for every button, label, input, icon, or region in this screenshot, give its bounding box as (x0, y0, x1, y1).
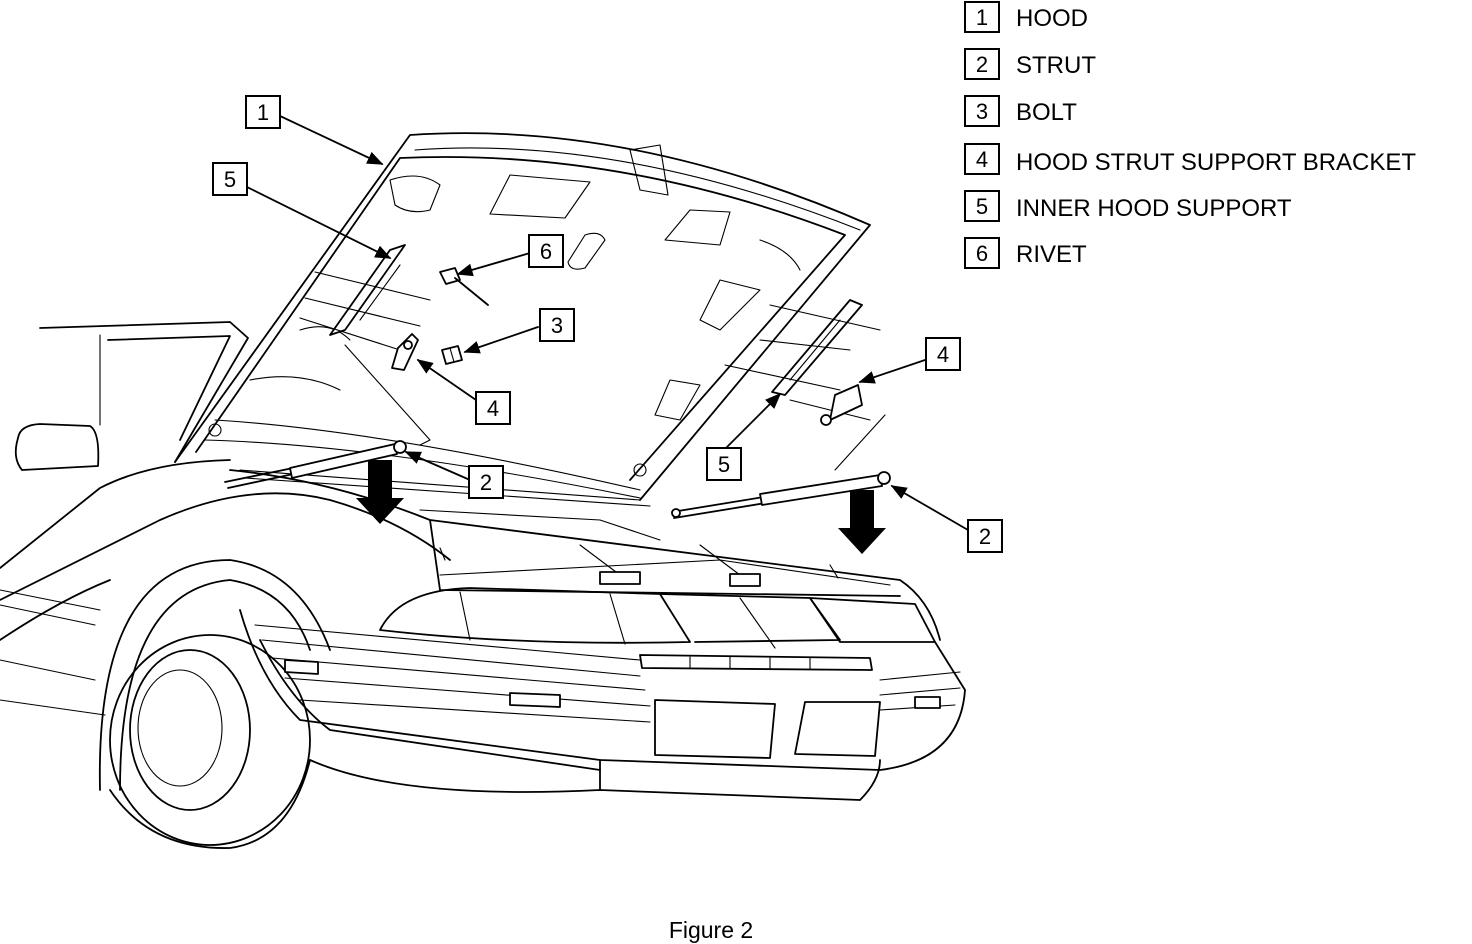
leader-lines (244, 115, 969, 531)
legend-item-bracket: 4 HOOD STRUT SUPPORT BRACKET (964, 143, 1416, 176)
callout-bracket-right-label: 4 (937, 342, 949, 367)
callout-strut-left-label: 2 (480, 470, 492, 495)
down-arrow-right-icon (838, 490, 886, 554)
callout-strut-right-label: 2 (979, 524, 991, 549)
legend-item-bolt: 3 BOLT (964, 95, 1077, 127)
callout-hood: 1 (245, 95, 281, 129)
callout-inner-support-left: 5 (212, 162, 248, 196)
legend-item-rivet: 6 RIVET (964, 237, 1087, 269)
legend-item-strut: 2 STRUT (964, 48, 1096, 80)
legend-num: 1 (976, 5, 988, 30)
legend-label: STRUT (1016, 52, 1096, 79)
legend-num: 4 (976, 147, 988, 172)
legend-label: INNER HOOD SUPPORT (1016, 195, 1292, 222)
struts (224, 440, 891, 519)
callout-bracket-left: 4 (475, 391, 511, 425)
callout-inner-support-right-label: 5 (718, 452, 730, 477)
legend-item-hood: 1 HOOD (964, 1, 1088, 33)
open-hood (174, 132, 886, 501)
callout-bolt: 3 (539, 308, 575, 342)
callout-inner-support-left-label: 5 (224, 167, 236, 192)
legend-num: 6 (976, 241, 988, 266)
callout-bolt-label: 3 (551, 313, 563, 338)
legend-label: HOOD (1016, 5, 1088, 32)
callout-strut-left: 2 (468, 465, 504, 499)
callout-strut-right: 2 (967, 519, 1003, 553)
callout-rivet-label: 6 (540, 239, 552, 264)
legend-num: 5 (976, 194, 988, 219)
callout-bracket-left-label: 4 (487, 396, 499, 421)
legend: 1 HOOD 2 STRUT 3 BOLT 4 HOOD STRUT SUPPO… (964, 1, 1416, 269)
legend-label: BOLT (1016, 99, 1077, 126)
car-illustration (0, 321, 966, 849)
legend-label: RIVET (1016, 241, 1087, 268)
down-arrow-left-icon (356, 460, 404, 524)
legend-label: HOOD STRUT SUPPORT BRACKET (1016, 149, 1416, 176)
legend-num: 2 (976, 52, 988, 77)
legend-item-inner-support: 5 INNER HOOD SUPPORT (964, 190, 1292, 222)
callout-bracket-right: 4 (925, 337, 961, 371)
figure-caption: Figure 2 (669, 917, 753, 943)
callout-hood-label: 1 (257, 100, 269, 125)
callout-inner-support-right: 5 (706, 447, 742, 481)
legend-num: 3 (976, 99, 988, 124)
callout-rivet: 6 (528, 234, 564, 268)
